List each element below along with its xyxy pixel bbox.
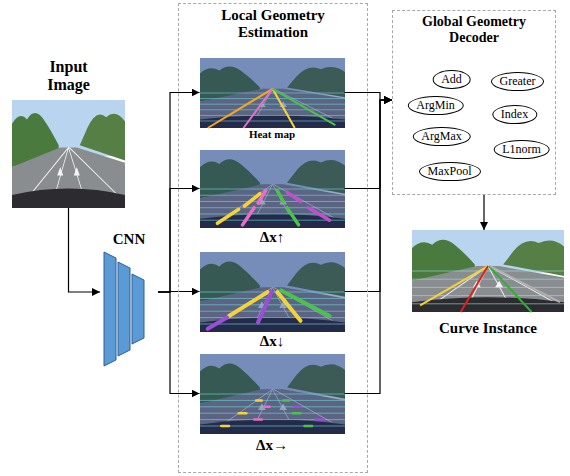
offset-down-image (200, 252, 345, 332)
operator-label: L1norm (502, 143, 541, 157)
image-node: Δx→ (200, 354, 345, 456)
connector-arrow (345, 100, 393, 394)
operator-label: Index (501, 108, 528, 122)
road-photo (12, 100, 125, 208)
connector-arrow (483, 195, 484, 230)
operator-label: MaxPool (427, 165, 471, 179)
operator-oval: ArgMax (412, 127, 470, 147)
group-box: Local Geometry EstimationHeat mapΔx↑ Δx↓ Δ… (178, 3, 368, 473)
node-label: CNN (113, 231, 146, 248)
operator-oval: Add (432, 70, 471, 90)
image-node: Curve Instance (412, 230, 564, 338)
offset-right-image (200, 354, 345, 434)
group-box: Global Geometry DecoderAdd GreaterArgMinI… (392, 10, 556, 195)
cnn-layer (118, 262, 130, 356)
cnn-node: CNN (100, 228, 158, 368)
operator-oval: L1norm (493, 140, 550, 160)
input-road-image (12, 100, 125, 208)
node-label: Input Image (37, 58, 101, 95)
offset-up-image (200, 150, 345, 228)
operator-label: Add (441, 73, 462, 87)
connector-arrow (345, 93, 393, 101)
node-label: Global Geometry Decoder (407, 14, 542, 46)
connector-arrow (345, 100, 393, 292)
node-label: Δx↑ (260, 229, 284, 246)
operator-label: ArgMin (416, 99, 454, 113)
operator-oval: MaxPool (418, 162, 480, 182)
cnn-layer (104, 252, 116, 366)
operator-label: ArgMax (421, 130, 461, 144)
curve-instance-image (412, 230, 564, 312)
image-node: Δx↓ (200, 252, 345, 352)
operator-oval: Index (492, 105, 537, 125)
operator-oval: ArgMin (407, 96, 463, 116)
image-node: Input Image (12, 55, 125, 208)
node-label: Local Geometry Estimation (198, 7, 348, 42)
connector-arrow (345, 100, 393, 189)
operator-label: Greater (500, 75, 536, 89)
image-node: Δx↑ (200, 150, 345, 248)
node-label: Curve Instance (439, 320, 537, 337)
node-label: Δx↓ (260, 333, 284, 350)
operator-oval: Greater (491, 72, 545, 92)
heat-map-image (200, 58, 345, 128)
cnn-layer (132, 274, 144, 344)
node-label: Δx→ (256, 437, 288, 454)
node-label: Heat map (249, 128, 295, 141)
image-node: Heat map (200, 58, 345, 142)
connector-arrow (69, 208, 101, 292)
cnn-symbol (104, 252, 144, 366)
